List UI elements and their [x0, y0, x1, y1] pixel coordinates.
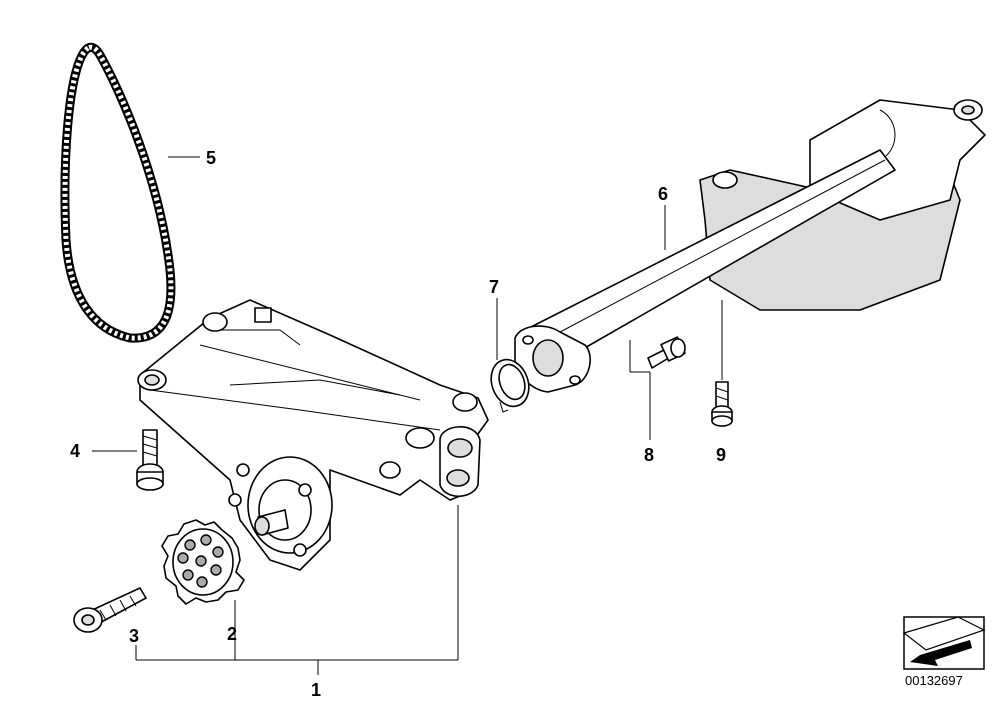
- sprocket-part-2: [161, 519, 245, 605]
- callout-7: 7: [489, 277, 499, 297]
- bolt-part-9: [711, 381, 733, 427]
- callout-9: 9: [716, 445, 726, 465]
- reference-number: 00132697: [905, 673, 963, 688]
- leader-lines: [92, 156, 723, 675]
- callout-1: 1: [311, 680, 321, 700]
- chain-part-5: [60, 42, 176, 343]
- callout-3: 3: [129, 626, 139, 646]
- callout-labels: 1 2 3 4 5 6 7 8 9: [70, 148, 726, 700]
- callout-2: 2: [227, 624, 237, 644]
- callout-5: 5: [206, 148, 216, 168]
- oil-pump-part-1: [137, 299, 489, 571]
- callout-6: 6: [658, 184, 668, 204]
- oil-pickup-part-6: [514, 99, 986, 393]
- bolt-part-4: [136, 429, 164, 491]
- callout-8: 8: [644, 445, 654, 465]
- bolt-part-3: [73, 587, 147, 633]
- bolt-part-8: [647, 336, 686, 369]
- arrow-badge-icon: [902, 616, 986, 670]
- callout-4: 4: [70, 441, 80, 461]
- o-ring-part-7: [490, 358, 530, 413]
